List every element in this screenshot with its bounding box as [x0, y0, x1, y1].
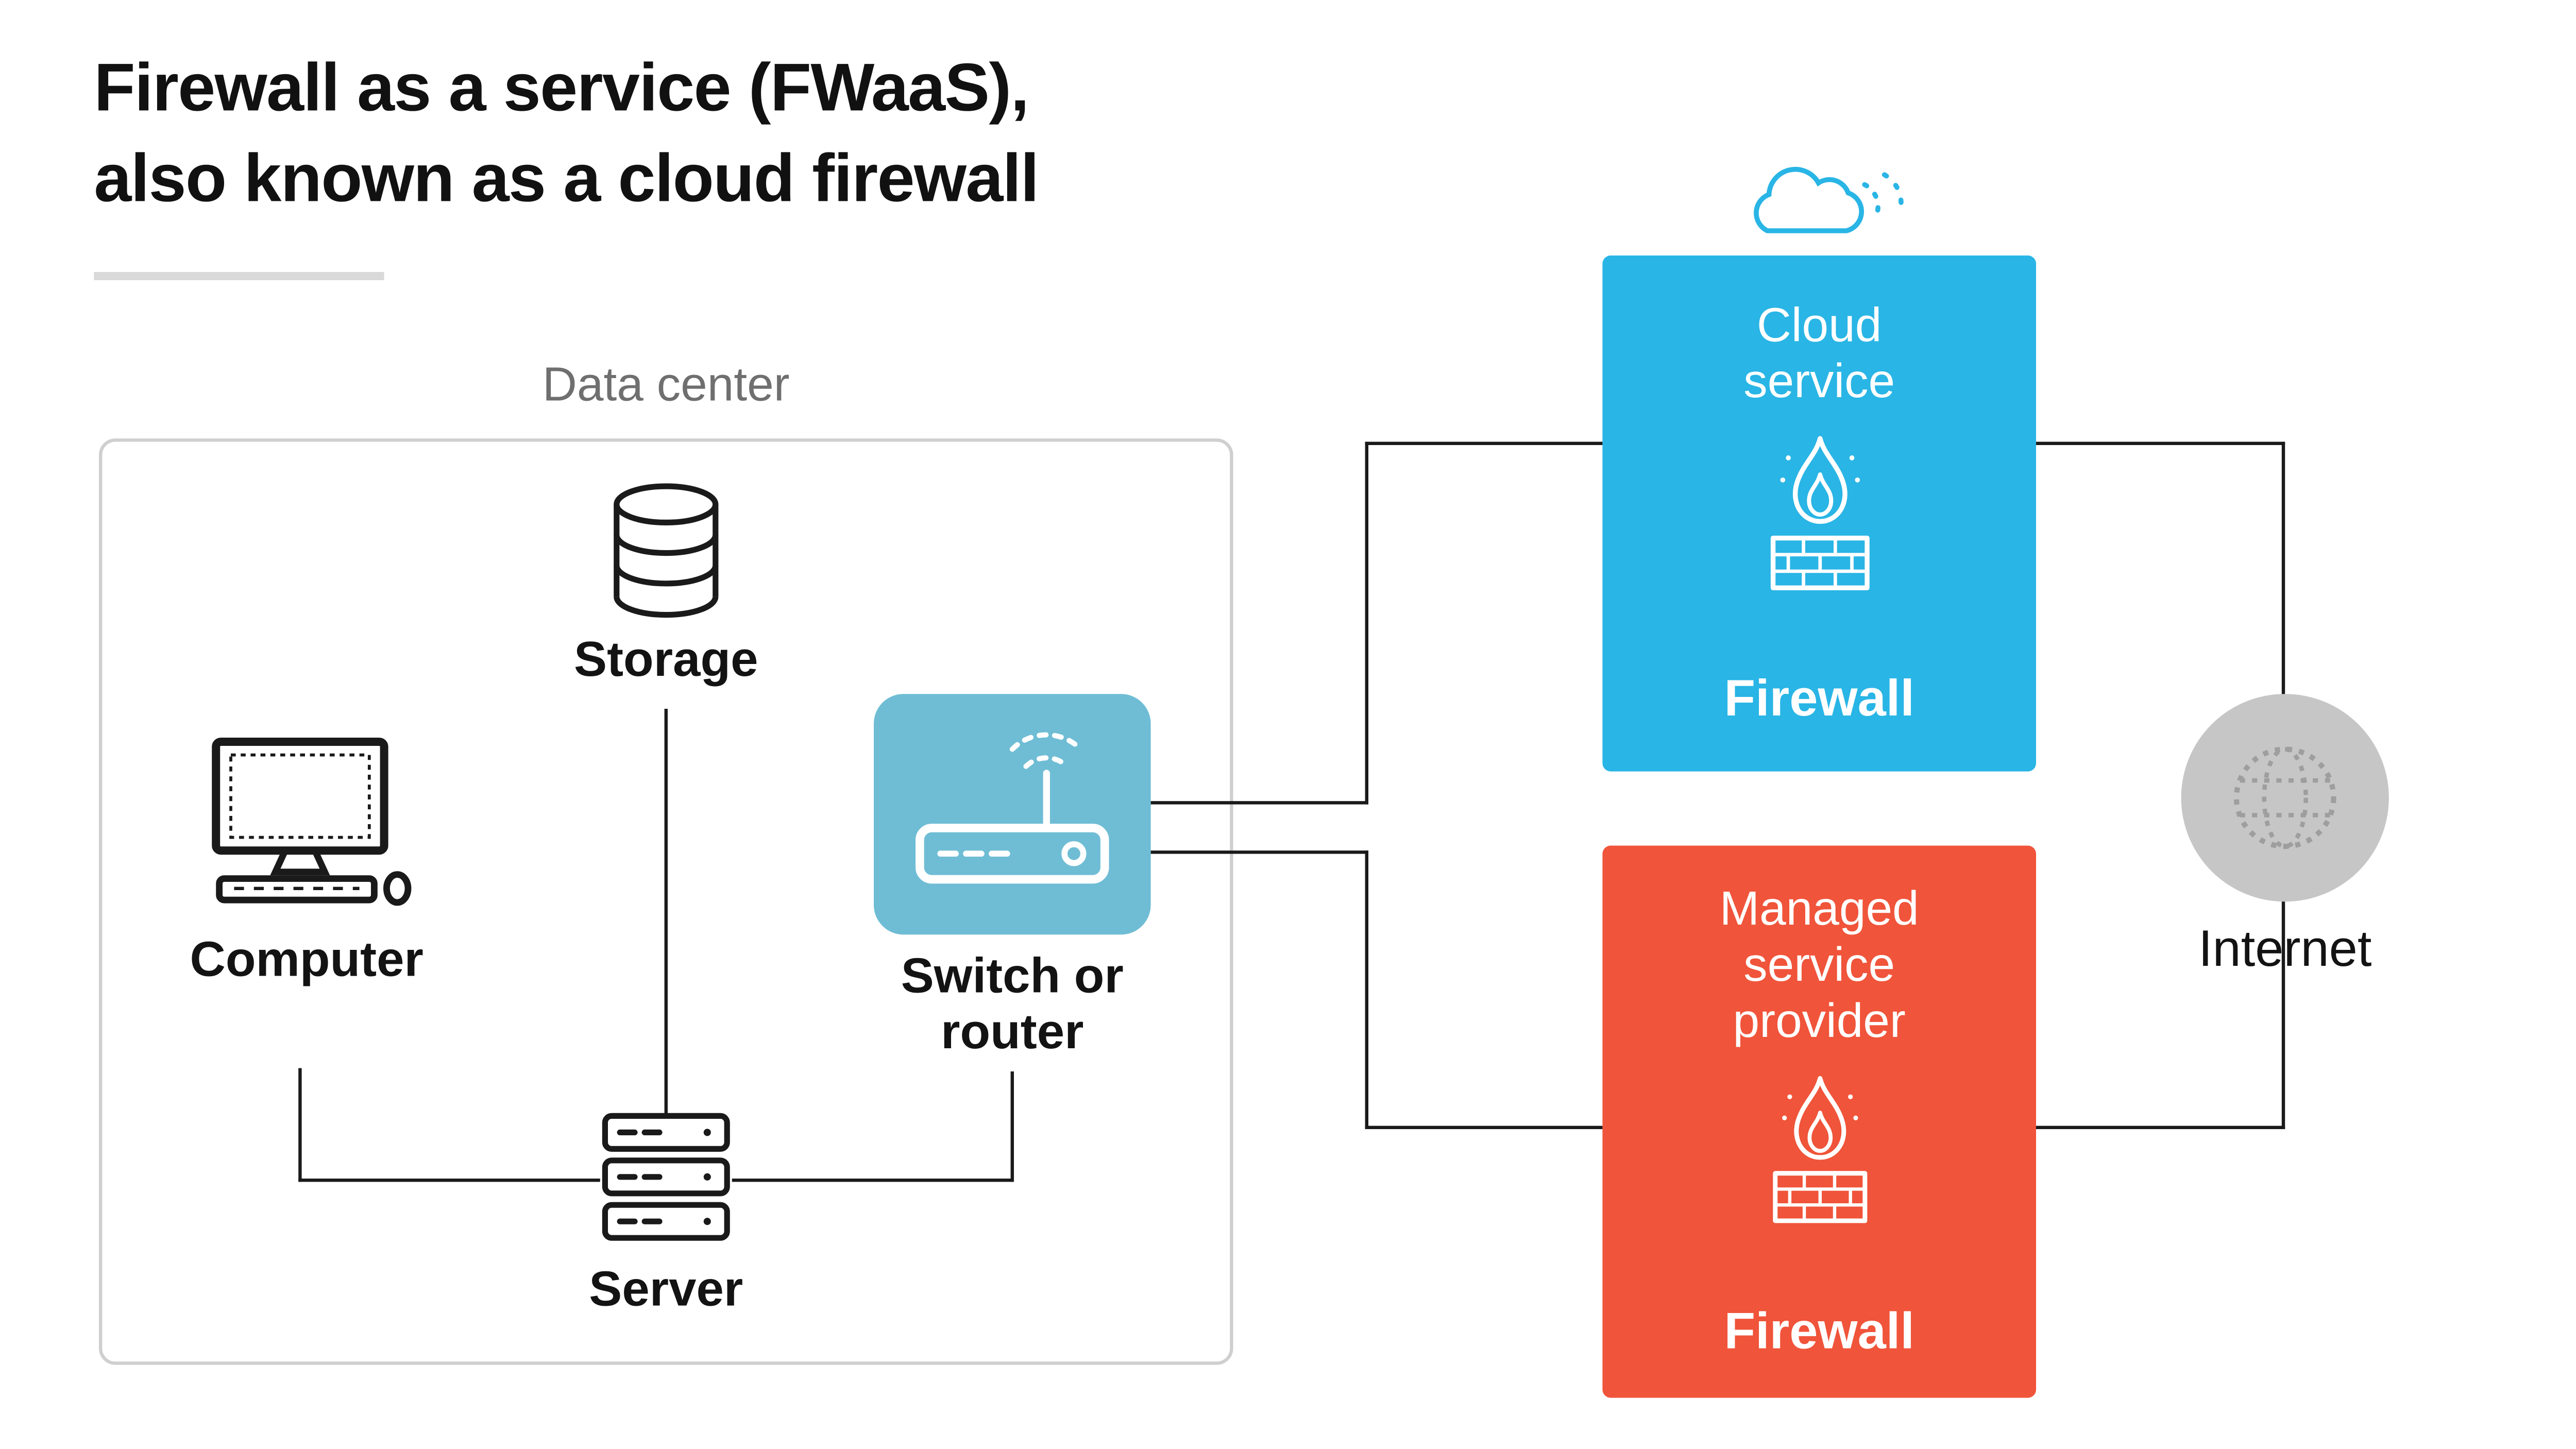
server-label: Server	[589, 1263, 743, 1317]
internet-label: Internet	[2198, 919, 2372, 978]
connector-computer-vertical	[298, 1068, 302, 1182]
switch-router-box	[874, 694, 1151, 935]
cloud-service-title-line1: Cloud	[1756, 300, 1882, 353]
msp-title-line1: Managed	[1719, 883, 1919, 936]
cloud-icon	[1754, 166, 1904, 233]
connector-switch-to-cloud-h2	[1365, 441, 1603, 445]
connector-storage-to-server	[664, 709, 668, 1115]
database-icon	[614, 483, 719, 618]
page-title-line2: also known as a cloud firewall	[94, 140, 1039, 216]
connector-switch-to-msp-h1	[1150, 850, 1368, 854]
switch-router-label: Switch or router	[901, 949, 1124, 1060]
connector-msp-to-internet-h	[2036, 1126, 2285, 1129]
page-title-line1: Firewall as a service (FWaaS),	[94, 49, 1029, 126]
globe-icon	[2233, 746, 2336, 849]
storage-label: Storage	[574, 633, 758, 688]
connector-switch-to-msp-h2	[1365, 1126, 1603, 1129]
connector-msp-to-internet-v	[2281, 900, 2285, 1129]
computer-icon	[212, 738, 412, 906]
firewall-icon	[1770, 436, 1869, 590]
cloud-service-title: Cloud service	[1743, 298, 1895, 411]
cloud-firewall-label: Firewall	[1724, 669, 1914, 727]
connector-switch-to-msp-v	[1365, 850, 1368, 1129]
managed-service-provider-box: Managed service provider Firewall	[1602, 845, 2036, 1398]
connector-cloud-to-internet-v	[2281, 441, 2285, 697]
page-title: Firewall as a service (FWaaS), also know…	[94, 43, 1039, 224]
connector-switch-to-server	[732, 1179, 1012, 1182]
msp-firewall-label: Firewall	[1724, 1302, 1914, 1360]
internet-circle	[2181, 694, 2389, 902]
msp-title-line3: provider	[1733, 995, 1906, 1049]
connector-computer-to-server	[298, 1179, 600, 1182]
server-icon	[602, 1113, 730, 1241]
title-underline-divider	[94, 272, 384, 280]
connector-switch-to-cloud-h1	[1150, 801, 1368, 805]
cloud-service-box: Cloud service Firewall	[1602, 255, 2036, 772]
data-center-label: Data center	[542, 359, 790, 412]
msp-title: Managed service provider	[1720, 882, 1919, 1050]
firewall-icon	[1772, 1076, 1867, 1223]
connector-switch-vertical	[1010, 1071, 1014, 1182]
connector-cloud-to-internet-h	[2036, 441, 2285, 445]
connector-switch-to-cloud-v	[1365, 441, 1368, 805]
msp-title-line2: service	[1743, 940, 1895, 993]
cloud-service-title-line2: service	[1743, 356, 1895, 409]
router-icon	[916, 732, 1109, 884]
computer-label: Computer	[190, 933, 423, 987]
